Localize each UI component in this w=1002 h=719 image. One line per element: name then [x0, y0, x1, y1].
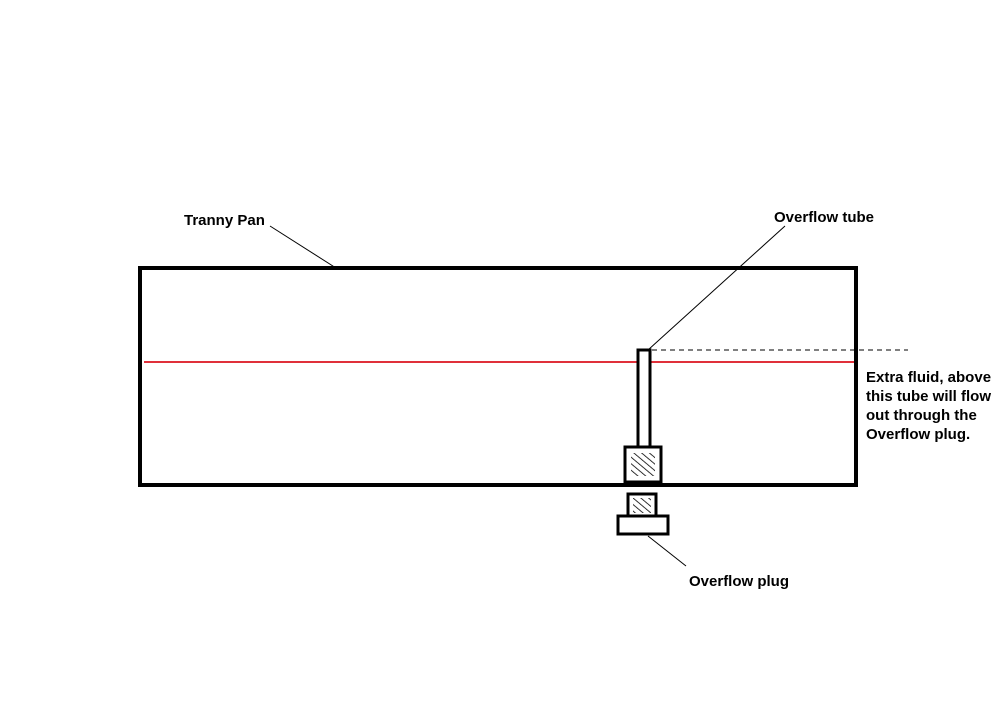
extra-fluid-note-line-2: this tube will flow: [866, 388, 991, 405]
overflow-tube-leader: [647, 225, 786, 351]
threaded-boss-hatching: [631, 453, 655, 476]
overflow-tube-label: Overflow tube: [774, 209, 874, 226]
plug-thread-hatching: [633, 498, 651, 513]
overflow-tube: [636, 348, 652, 450]
tranny-pan-leader: [269, 225, 337, 269]
extra-fluid-note-line-1: Extra fluid, above: [866, 369, 991, 386]
overflow-plug-leader: [647, 535, 687, 567]
tranny-pan-label: Tranny Pan: [184, 212, 265, 229]
overflow-plug-label: Overflow plug: [689, 573, 789, 590]
extra-fluid-note-line-4: Overflow plug.: [866, 426, 970, 443]
extra-fluid-note-line-3: out through the: [866, 407, 977, 424]
tranny-pan-outline: [138, 266, 858, 487]
plug-head: [616, 514, 670, 536]
